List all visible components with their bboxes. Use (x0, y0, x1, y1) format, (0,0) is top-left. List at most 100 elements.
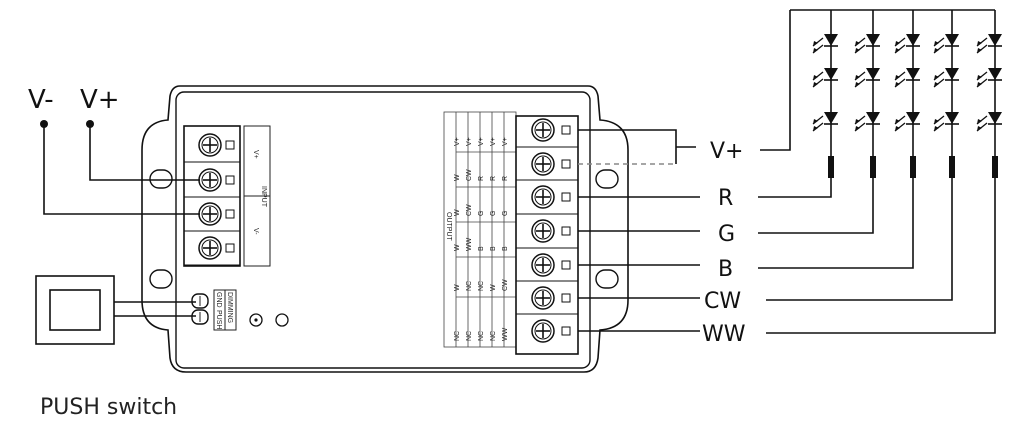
led-1-2 (812, 68, 838, 88)
output-label-cw: CW (704, 289, 741, 314)
input-terminal-block (183, 125, 241, 267)
push-label-push: PUSH (215, 310, 222, 329)
push-switch: PUSH switch (35, 275, 196, 420)
input-pin-minus: V- (252, 228, 259, 235)
output-title: OUTPUT (445, 212, 452, 242)
led-1-3 (812, 112, 838, 132)
right-ear-slot-top (595, 169, 619, 189)
input-plus-label: V+ (80, 85, 120, 115)
output-table-cell-r5-c1: W (454, 284, 461, 291)
led-3-2 (894, 68, 920, 88)
led-4-2 (933, 68, 959, 88)
led-array (812, 10, 1002, 178)
output-table-cell-r3-c4: G (490, 211, 497, 216)
resistor-4 (949, 156, 955, 178)
push-switch-frame (35, 275, 115, 345)
output-screw-7 (531, 319, 555, 343)
right-ear-slot-bottom (595, 269, 619, 289)
output-table-cell-r4-c4: B (490, 246, 497, 251)
push-switch-label: PUSH switch (40, 395, 177, 420)
push-switch-button (49, 289, 101, 331)
output-table-cell-r2-c3: R (478, 176, 485, 181)
mode-button (275, 313, 289, 327)
output-screw-3 (531, 185, 555, 209)
input-plus-wire (89, 124, 200, 181)
string-return-wire-3 (758, 178, 914, 269)
output-table-cell-r2-c2: CW (466, 169, 473, 181)
controller-panel (175, 91, 591, 369)
controller-housing (141, 85, 629, 373)
input-block-label: INPUT (260, 186, 267, 208)
output-screw-5 (531, 253, 555, 277)
led-3-3 (894, 112, 920, 132)
string-return-wire-5 (766, 178, 996, 334)
input-minus-label: V- (28, 85, 54, 115)
led-3-1 (894, 34, 920, 54)
left-ear-slot-top (149, 169, 173, 189)
resistor-5 (992, 156, 998, 178)
input-power-wires: V- V+ (28, 85, 200, 215)
output-table-cell-r3-c2: CW (466, 204, 473, 216)
led-5-3 (976, 112, 1002, 132)
resistor-1 (828, 156, 834, 178)
output-table-cell-r6-c2: NC (466, 331, 473, 341)
output-screw-4 (531, 219, 555, 243)
led-2-2 (854, 68, 880, 88)
status-led (249, 313, 263, 327)
output-table-cell-r6-c5: WW (502, 327, 509, 341)
output-table-cell-r1-c5: V+ (502, 137, 509, 146)
output-table-cell-r4-c2: WW (466, 237, 473, 251)
input-screws (184, 133, 240, 266)
string-return-wire-2 (758, 178, 874, 234)
led-5-2 (976, 68, 1002, 88)
output-table-cell-r6-c3: NC (478, 331, 485, 341)
output-table-cell-r4-c3: B (478, 246, 485, 251)
output-label-b: B (718, 257, 733, 282)
resistor-2 (870, 156, 876, 178)
output-table-cell-r4-c1: W (454, 244, 461, 251)
controller: V+ INPUT V- DIMMING GND PUSH OUTPUTV+V+V… (141, 85, 629, 373)
input-screw-1 (198, 133, 222, 157)
output-table-cell-r6-c4: NC (490, 331, 497, 341)
output-table-cell-r1-c3: V+ (478, 137, 485, 146)
input-screw-3 (198, 202, 222, 226)
output-table-cell-r5-c2: NC (466, 281, 473, 291)
output-screw-2 (531, 152, 555, 176)
output-screw-1 (531, 118, 555, 142)
input-minus-wire (43, 124, 200, 215)
vplus-wire-top (578, 129, 677, 164)
output-table-cell-r5-c3: NC (478, 281, 485, 291)
led-1-1 (812, 34, 838, 54)
input-screw-4 (198, 236, 222, 260)
output-table-cell-r5-c5: CW (502, 279, 509, 291)
output-wires (578, 9, 996, 334)
output-label-vplus: V+ (710, 139, 743, 164)
output-table-cell-r1-c2: V+ (466, 137, 473, 146)
led-2-3 (854, 112, 880, 132)
output-table-cell-r2-c1: W (454, 174, 461, 181)
resistor-3 (910, 156, 916, 178)
led-2-1 (854, 34, 880, 54)
output-terminal-block (515, 115, 579, 355)
output-label-g: G (718, 222, 735, 247)
output-table-cell-r4-c5: B (502, 246, 509, 251)
output-table-cell-r2-c4: R (490, 176, 497, 181)
output-screws (516, 118, 578, 343)
output-screw-6 (531, 286, 555, 310)
push-connector-bottom (191, 309, 209, 325)
push-connector-top (191, 293, 209, 309)
led-4-1 (933, 34, 959, 54)
output-table-cell-r1-c4: V+ (490, 137, 497, 146)
output-table-cell-r3-c5: G (502, 211, 509, 216)
output-table-cell-r6-c1: NC (454, 331, 461, 341)
output-table-cell-r1-c1: V+ (454, 137, 461, 146)
output-table-cell-r2-c5: R (502, 176, 509, 181)
output-table-cell-r3-c1: W (454, 209, 461, 216)
output-label-ww: WW (702, 322, 746, 347)
vplus-bus-wire (760, 10, 791, 151)
output-table-cell-r3-c3: G (478, 211, 485, 216)
led-4-3 (933, 112, 959, 132)
